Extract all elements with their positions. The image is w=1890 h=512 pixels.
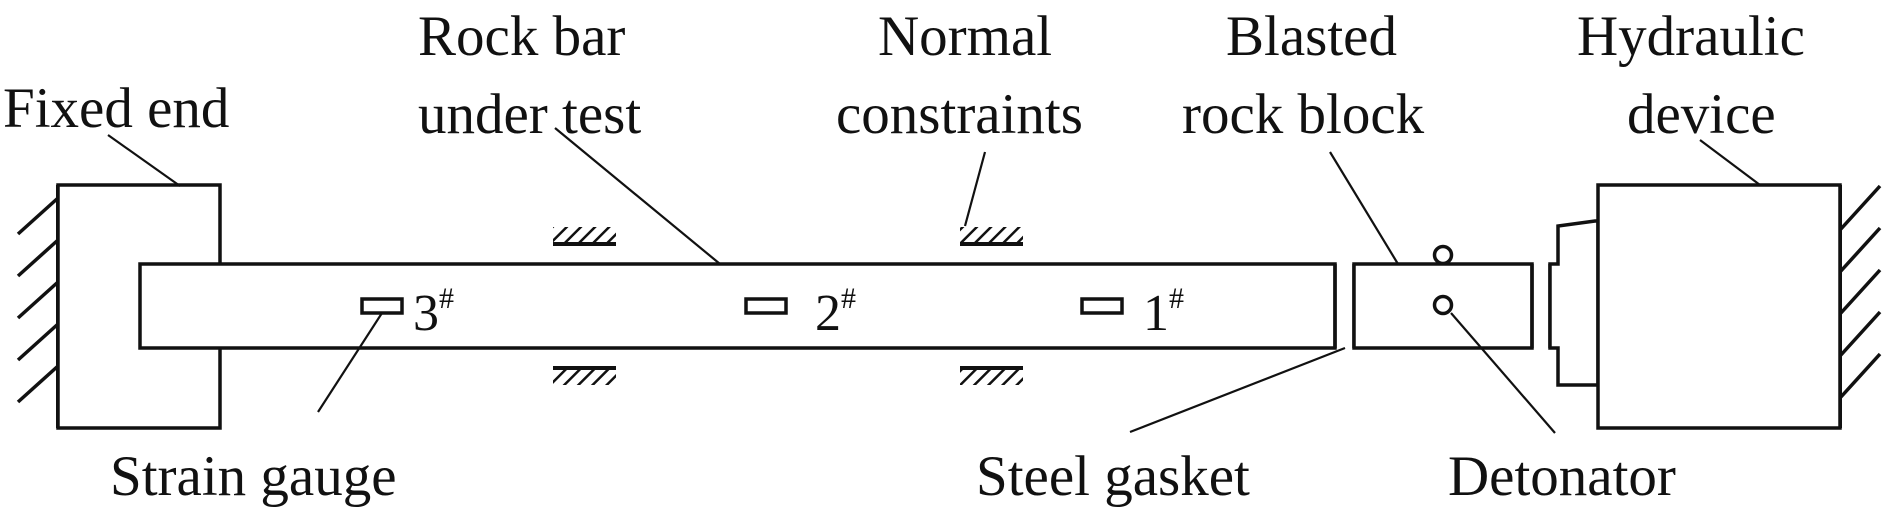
label-hydraulic-line2: device <box>1627 83 1776 146</box>
strain-gauge-2 <box>744 297 788 315</box>
right-wall <box>1838 184 1882 428</box>
gauge-mark-1: # <box>1169 282 1184 315</box>
hydraulic-piston <box>1548 219 1600 387</box>
label-fixed-end: Fixed end <box>3 77 229 140</box>
leader-lines <box>107 127 1761 434</box>
leader-fixed-end <box>107 134 181 187</box>
label-strain-gauge: Strain gauge <box>110 445 397 508</box>
normal-constraint-bottom-left <box>553 366 616 385</box>
label-normal-line2: constraints <box>836 83 1083 146</box>
label-blasted-line2: rock block <box>1182 83 1425 146</box>
detonator-circle-upper <box>1432 244 1454 266</box>
rock-bar <box>138 262 1337 350</box>
leader-detonator <box>1450 312 1556 434</box>
strain-gauge-1 <box>1080 297 1124 315</box>
leader-hydraulic <box>1699 139 1761 186</box>
label-blasted-line1: Blasted <box>1226 5 1397 68</box>
leader-rock-bar <box>554 127 721 265</box>
leader-steel-gasket <box>1129 346 1346 434</box>
label-steel-gasket: Steel gasket <box>976 445 1250 508</box>
normal-constraint-bottom-right <box>960 366 1023 385</box>
leader-strain-gauge <box>317 312 383 413</box>
label-normal-line1: Normal <box>878 5 1052 68</box>
label-rock-bar-line2: under test <box>418 83 641 146</box>
left-wall <box>16 185 60 428</box>
gauge-label-1: 1# <box>1143 282 1184 342</box>
gauge-mark-2: # <box>841 282 856 315</box>
gauge-number-2: 2 <box>815 285 841 342</box>
leader-blasted-block <box>1329 151 1399 265</box>
gauge-number-3: 3 <box>413 285 439 342</box>
steel-gasket-left <box>1333 264 1356 348</box>
steel-gasket-right <box>1530 264 1552 348</box>
gauge-number-1: 1 <box>1143 285 1169 342</box>
normal-constraint-top-left <box>553 227 616 246</box>
hydraulic-device-block <box>1596 183 1842 430</box>
gauge-label-3: 3# <box>413 282 454 342</box>
label-hydraulic-line1: Hydraulic <box>1577 5 1805 68</box>
gauge-mark-3: # <box>439 282 454 315</box>
blasted-rock-block <box>1352 262 1534 350</box>
gauge-label-2: 2# <box>815 282 856 342</box>
leader-normal-constraints <box>963 151 987 227</box>
label-rock-bar-line1: Rock bar <box>418 5 625 68</box>
label-detonator: Detonator <box>1448 445 1676 508</box>
normal-constraint-top-right <box>960 227 1023 246</box>
detonator-circle-lower <box>1432 294 1454 316</box>
